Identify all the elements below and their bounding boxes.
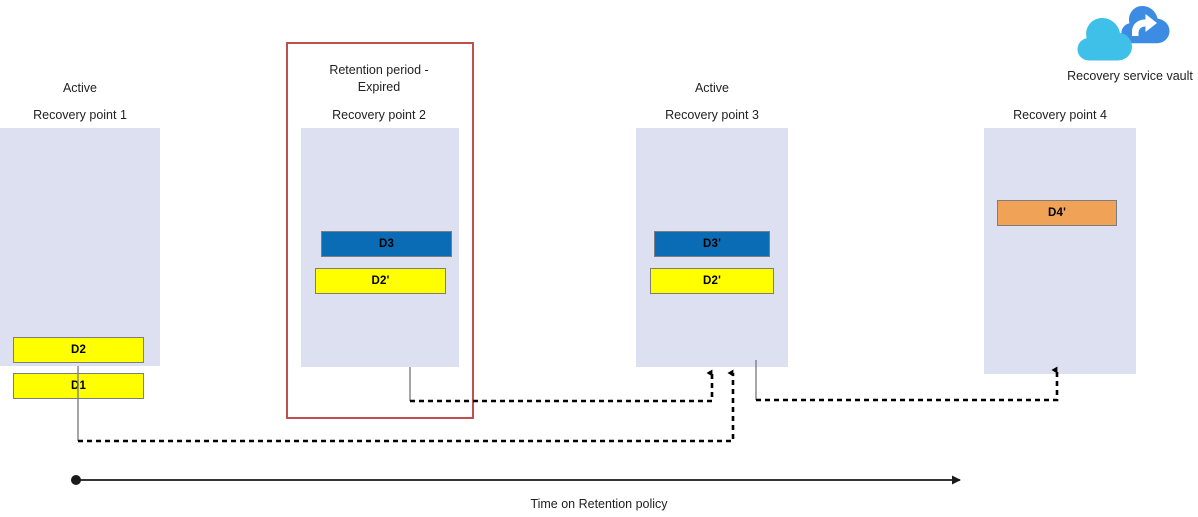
recovery-point-3-status: Active xyxy=(694,81,730,95)
recovery-point-1-title: Recovery point 1 xyxy=(33,108,127,122)
timeline-start-dot xyxy=(71,475,81,485)
vault-label: Recovery service vault xyxy=(1067,69,1193,83)
data-block-d2-prime-copy: D2' xyxy=(650,268,774,294)
recovery-point-2-status: Retention period - Expired xyxy=(329,63,429,94)
data-block-d4-prime: D4' xyxy=(997,200,1117,226)
wire-rp3-to-rp4 xyxy=(756,366,1059,402)
recovery-point-1-status: Active xyxy=(62,81,98,95)
recovery-point-2-panel: D3 D2' xyxy=(301,128,459,367)
data-block-d2-prime: D2' xyxy=(315,268,446,294)
recovery-point-4-title: Recovery point 4 xyxy=(1013,108,1107,122)
data-block-d3: D3 xyxy=(321,231,452,257)
data-block-d1: D1 xyxy=(13,373,144,399)
timeline-label: Time on Retention policy xyxy=(530,497,668,511)
data-block-d3-prime: D3' xyxy=(654,231,770,257)
cloud-arrow-icon xyxy=(1077,6,1170,61)
recovery-point-1-panel: D2 D1 xyxy=(0,128,160,399)
recovery-service-vault: Recovery service vault xyxy=(1062,0,1198,83)
recovery-point-4-panel: D4' xyxy=(984,128,1136,374)
data-block-d2: D2 xyxy=(13,337,144,363)
recovery-point-2-title: Recovery point 2 xyxy=(332,108,426,122)
recovery-point-3-title: Recovery point 3 xyxy=(665,108,759,122)
recovery-point-3-panel: D3' D2' xyxy=(636,128,788,367)
